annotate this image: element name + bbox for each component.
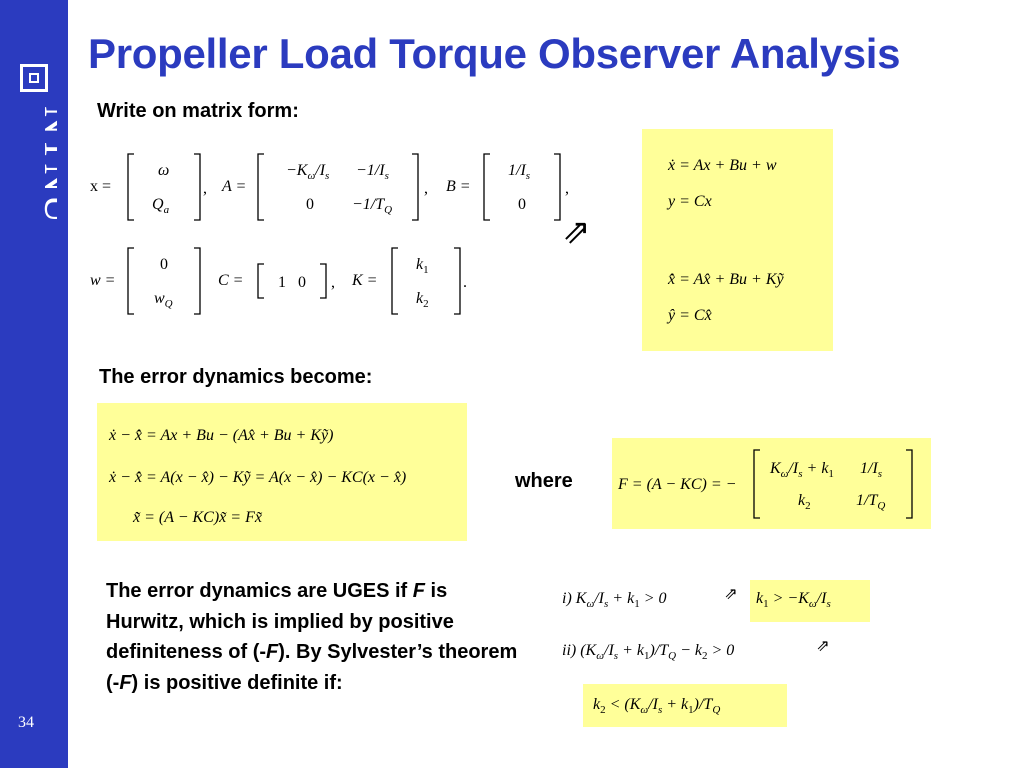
- system-equations-box: ẋ = Ax + Bu + w y = Cx x̂̇ = Ax̂ + Bu + …: [642, 129, 833, 351]
- where-label: where: [515, 470, 573, 492]
- A-r1c1: −Kω/Is: [286, 162, 330, 183]
- sidebar: NTNU 34: [0, 0, 68, 768]
- A-r1c2: −1/Is: [356, 162, 389, 183]
- x-def: x =: [90, 178, 112, 195]
- implies-arrow-2-icon: ⇒: [811, 634, 835, 657]
- ntnu-logo-text: NTNU: [11, 102, 57, 242]
- F-r2c1: k2: [798, 492, 811, 513]
- error-line2: ẋ − x̂̇ = A(x − x̂) − Kỹ = A(x − x̂) − K…: [109, 469, 407, 486]
- condition-i: i) Kω/Is + k1 > 0: [562, 590, 667, 611]
- A-def: A =: [222, 178, 247, 195]
- slide-title: Propeller Load Torque Observer Analysis: [88, 30, 901, 77]
- F-brackets: [753, 449, 913, 519]
- K-def: K =: [352, 272, 378, 289]
- A-brackets: [257, 153, 419, 221]
- period: .: [463, 274, 467, 291]
- F-r1c1: Kω/Is + k1: [770, 460, 834, 481]
- matrix-form-heading: Write on matrix form:: [97, 100, 299, 122]
- svg-text:NTNU: NTNU: [36, 106, 57, 225]
- B-brackets: [483, 153, 561, 221]
- C-brackets: [257, 263, 327, 299]
- F-matrix-box: F = (A − KC) = − Kω/Is + k1 1/Is k2 1/TQ: [612, 438, 931, 529]
- x-row2: Qa: [152, 196, 170, 217]
- system-line4: ŷ = Cx̂: [668, 307, 712, 324]
- K-brackets: [391, 247, 461, 315]
- B-r1: 1/Is: [508, 162, 531, 183]
- F-r2c2: 1/TQ: [856, 492, 886, 513]
- B-def: B =: [446, 178, 471, 195]
- final-result-box: k2 < (Kω/Is + k1)/TQ: [583, 684, 787, 727]
- comma-4: ,: [331, 274, 335, 291]
- F-lhs: F = (A − KC) = −: [618, 476, 737, 493]
- C-vals: 1 0: [278, 274, 306, 291]
- K-r2: k2: [416, 290, 429, 311]
- w-r1: 0: [160, 256, 168, 273]
- condition-i-result-box: k1 > −Kω/Is: [750, 580, 870, 622]
- error-dynamics-box: ẋ − x̂̇ = Ax + Bu − (Ax̂ + Bu + Kỹ) ẋ − …: [97, 403, 467, 541]
- error-line3: x̃̇ = (A − KC)x̃ = Fx̃: [133, 509, 262, 526]
- system-line1: ẋ = Ax + Bu + w: [668, 157, 777, 174]
- comma-1: ,: [203, 180, 207, 197]
- condition-ii: ii) (Kω/Is + k1)/TQ − k2 > 0: [562, 642, 735, 663]
- ntnu-square-logo-icon: [20, 64, 48, 92]
- comma-2: ,: [424, 180, 428, 197]
- C-def: C =: [218, 272, 244, 289]
- error-dynamics-heading: The error dynamics become:: [99, 366, 373, 388]
- uges-paragraph: The error dynamics are UGES if F is Hurw…: [106, 580, 518, 694]
- error-line1: ẋ − x̂̇ = Ax + Bu − (Ax̂ + Bu + Kỹ): [109, 427, 334, 444]
- x-row1: ω: [158, 162, 170, 179]
- comma-3: ,: [565, 180, 569, 197]
- F-r1c2: 1/Is: [860, 460, 883, 481]
- K-r1: k1: [416, 256, 429, 277]
- system-line3: x̂̇ = Ax̂ + Bu + Kỹ: [668, 271, 784, 288]
- final-result: k2 < (Kω/Is + k1)/TQ: [593, 696, 721, 717]
- w-brackets: [127, 247, 201, 315]
- page-number: 34: [18, 714, 34, 731]
- x-brackets: [127, 153, 201, 221]
- A-r2c1: 0: [306, 196, 314, 213]
- system-line2: y = Cx: [668, 193, 712, 210]
- A-r2c2: −1/TQ: [352, 196, 393, 217]
- condition-i-result: k1 > −Kω/Is: [756, 590, 831, 611]
- B-r2: 0: [518, 196, 526, 213]
- implies-arrow-1-icon: ⇒: [719, 582, 743, 605]
- w-def: w =: [90, 272, 116, 289]
- w-r2: wQ: [154, 290, 173, 311]
